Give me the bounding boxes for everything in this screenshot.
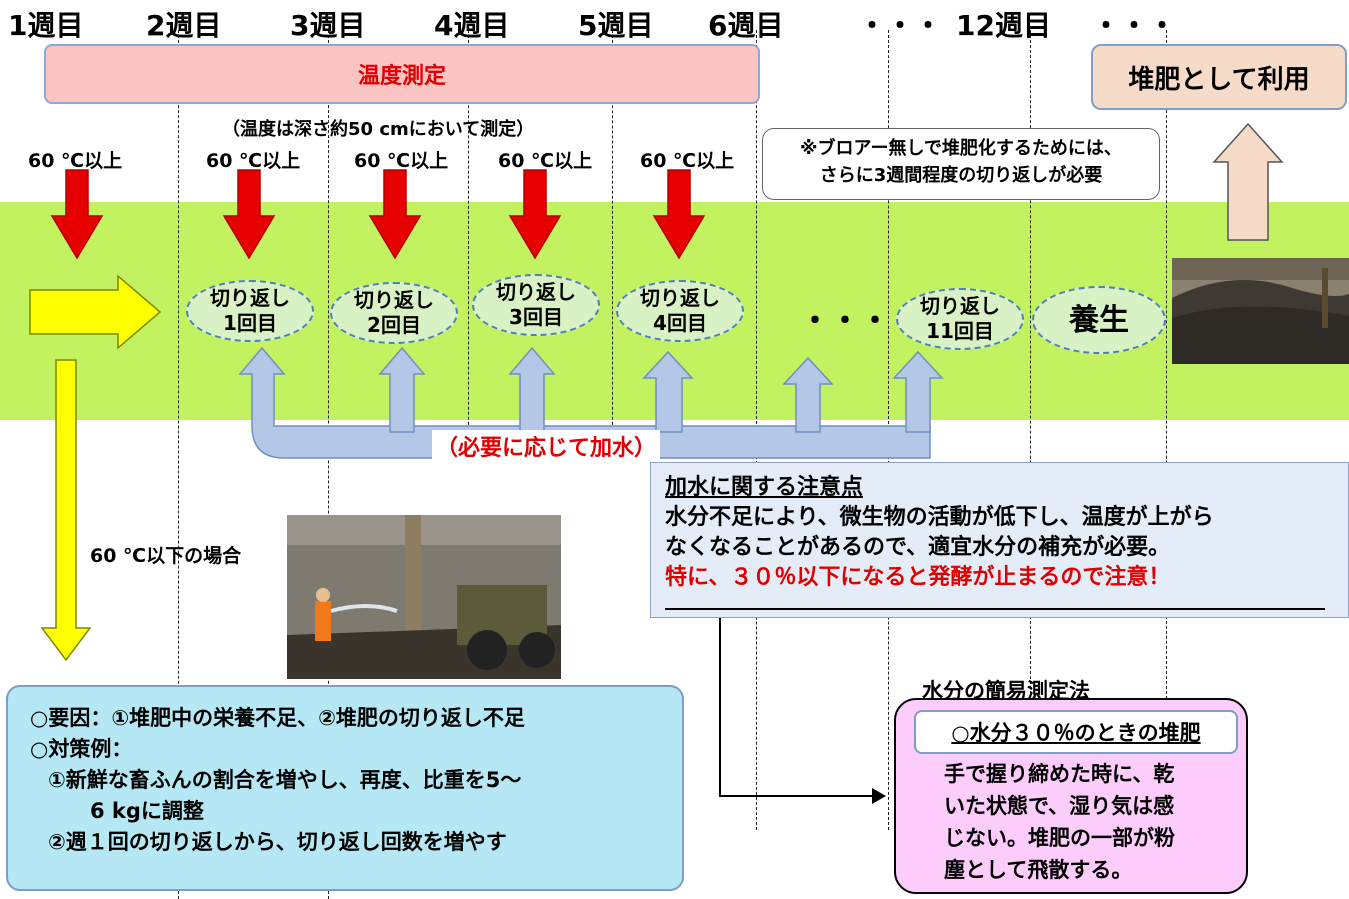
turning-count: 4回目 bbox=[653, 311, 707, 335]
down-arrow-icon bbox=[508, 169, 562, 260]
blower-note-box: ※ブロアー無しで堆肥化するためには、 さらに3週間程度の切り返しが必要 bbox=[762, 128, 1160, 200]
compost-photo bbox=[1172, 258, 1349, 364]
countermeasure-heading: ○対策例： bbox=[30, 737, 133, 761]
right-arrow-icon bbox=[29, 274, 162, 350]
up-arrow-icon bbox=[782, 356, 834, 433]
week-1-label: 1週目 bbox=[8, 9, 84, 42]
turning-11: 切り返し 11回目 bbox=[896, 288, 1024, 350]
add-water-label: （必要に応じて加水） bbox=[432, 430, 661, 462]
temp-label: 60 ℃以上 bbox=[28, 150, 123, 172]
turning-count: 3回目 bbox=[509, 305, 563, 329]
down-arrow-icon bbox=[222, 169, 276, 260]
caution-underline bbox=[665, 608, 1325, 610]
down-arrow-icon bbox=[652, 169, 706, 260]
countermeasure-item: ①新鮮な畜ふんの割合を増やし、再度、比重を5～ bbox=[48, 768, 522, 792]
down-arrow-icon bbox=[40, 359, 92, 662]
moisture-line: 手で握り締めた時に、乾 bbox=[944, 762, 1175, 786]
turning-4: 切り返し 4回目 bbox=[616, 280, 744, 342]
cause-line: ○要因：①堆肥中の栄養不足、②堆肥の切り返し不足 bbox=[30, 706, 525, 730]
water-caution-box: 加水に関する注意点 水分不足により、微生物の活動が低下し、温度が上がら なくなる… bbox=[650, 462, 1349, 618]
up-arrow-icon bbox=[508, 346, 556, 433]
week-ellipsis: ・・・ bbox=[858, 9, 943, 42]
curing-label: 養生 bbox=[1069, 302, 1129, 338]
caution-line: なくなることがあるので、適宜水分の補充が必要。 bbox=[665, 535, 1171, 560]
measurement-depth-note: （温度は深さ約50 cmにおいて測定） bbox=[222, 119, 535, 140]
week-5-label: 5週目 bbox=[578, 9, 654, 42]
turning-2: 切り返し 2回目 bbox=[330, 282, 458, 344]
turning-3: 切り返し 3回目 bbox=[472, 274, 600, 336]
temp-label: 60 ℃以上 bbox=[498, 150, 593, 172]
up-arrow-icon bbox=[892, 350, 944, 433]
moisture-line: 塵として飛散する。 bbox=[944, 858, 1133, 882]
temp-label: 60 ℃以上 bbox=[206, 150, 301, 172]
down-arrow-icon bbox=[50, 169, 104, 260]
moisture-line: いた状態で、湿り気は感 bbox=[944, 794, 1175, 818]
countermeasure-item: ②週１回の切り返しから、切り返し回数を増やす bbox=[48, 830, 507, 854]
right-arrow-icon bbox=[872, 788, 886, 804]
turning-1: 切り返し 1回目 bbox=[186, 280, 314, 342]
turning-label: 切り返し bbox=[640, 286, 720, 310]
temp-label: 60 ℃以上 bbox=[640, 150, 735, 172]
moisture-box: ○水分３０％のときの堆肥 手で握り締めた時に、乾 いた状態で、湿り気は感 じない… bbox=[894, 698, 1248, 894]
turning-label: 切り返し bbox=[210, 286, 290, 310]
moisture-line: じない。堆肥の一部が粉 bbox=[944, 826, 1175, 850]
turning-label: 切り返し bbox=[920, 294, 1000, 318]
week-divider bbox=[612, 30, 613, 460]
turning-label: 切り返し bbox=[496, 280, 576, 304]
turning-ellipsis: ・・・ bbox=[800, 304, 890, 339]
cause-countermeasure-box: ○要因：①堆肥中の栄養不足、②堆肥の切り返し不足 ○対策例： ①新鮮な畜ふんの割… bbox=[6, 685, 684, 891]
week-divider bbox=[178, 30, 179, 899]
watering-photo bbox=[287, 515, 561, 679]
up-arrow-icon bbox=[378, 346, 426, 433]
caution-line: 水分不足により、微生物の活動が低下し、温度が上がら bbox=[665, 505, 1214, 530]
temp-label: 60 ℃以上 bbox=[354, 150, 449, 172]
turning-label: 切り返し bbox=[354, 288, 434, 312]
turning-count: 2回目 bbox=[367, 313, 421, 337]
turning-count: 1回目 bbox=[223, 311, 277, 335]
connector-line bbox=[719, 612, 872, 797]
curing-ellipse: 養生 bbox=[1032, 286, 1166, 354]
week-4-label: 4週目 bbox=[434, 9, 510, 42]
week-3-label: 3週目 bbox=[290, 9, 366, 42]
turning-count: 11回目 bbox=[926, 319, 994, 343]
week-divider bbox=[1030, 30, 1031, 699]
countermeasure-item-cont: 6 kgに調整 bbox=[90, 799, 204, 823]
use-as-compost-box: 堆肥として利用 bbox=[1091, 44, 1347, 110]
week-divider bbox=[328, 30, 329, 899]
down-arrow-icon bbox=[368, 169, 422, 260]
caution-title: 加水に関する注意点 bbox=[665, 475, 864, 500]
below-60-label: 60 ℃以下の場合 bbox=[90, 545, 242, 567]
temperature-measurement-bar: 温度測定 bbox=[44, 44, 760, 104]
moisture-subtitle: ○水分３０％のときの堆肥 bbox=[914, 710, 1238, 754]
week-ellipsis-end: ・・・ bbox=[1092, 9, 1177, 42]
week-divider bbox=[468, 30, 469, 460]
up-arrow-icon bbox=[1212, 122, 1284, 241]
up-arrow-icon bbox=[642, 350, 694, 433]
blower-note-line: さらに3週間程度の切り返しが必要 bbox=[819, 165, 1103, 186]
week-2-label: 2週目 bbox=[146, 9, 222, 42]
week-6-label: 6週目 bbox=[708, 9, 784, 42]
week-12-label: 12週目 bbox=[956, 9, 1051, 42]
moisture-description: 手で握り締めた時に、乾 いた状態で、湿り気は感 じない。堆肥の一部が粉 塵として… bbox=[944, 758, 1175, 886]
blower-note-line: ※ブロアー無しで堆肥化するためには、 bbox=[800, 138, 1122, 159]
caution-warning: 特に、３０％以下になると発酵が止まるので注意！ bbox=[665, 565, 1171, 590]
week-divider bbox=[1166, 30, 1167, 699]
